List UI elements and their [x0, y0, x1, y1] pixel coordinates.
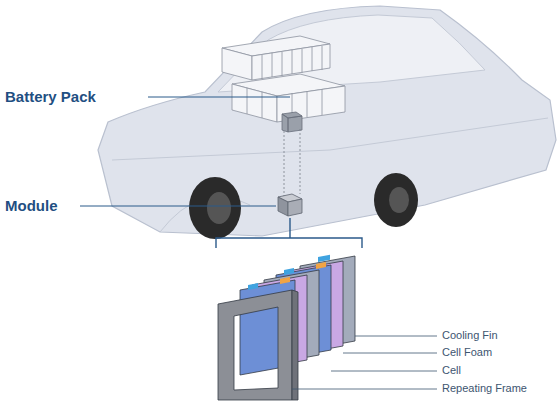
cube-front	[288, 199, 302, 216]
pack-box	[232, 84, 277, 122]
module-cube	[278, 194, 302, 216]
pack-highlight-module	[282, 112, 302, 132]
cube-side	[278, 197, 288, 216]
car-body	[98, 6, 556, 236]
leader-lines	[80, 97, 290, 206]
wheel	[374, 173, 418, 227]
bracket	[216, 218, 362, 248]
wheel	[189, 177, 241, 239]
wheel-hub	[389, 187, 409, 213]
battery-pack	[222, 36, 345, 132]
leader-line	[355, 336, 437, 337]
part-leaders	[292, 336, 437, 389]
pack-box	[222, 48, 252, 80]
pack-box	[252, 44, 330, 80]
cell-tab	[318, 255, 330, 262]
leader-line	[148, 97, 290, 98]
pack-grid	[247, 46, 322, 119]
part-label: Cell Foam	[442, 347, 492, 358]
part-label: Repeating Frame	[442, 383, 527, 394]
car-illustration	[98, 6, 556, 239]
car-line	[112, 118, 548, 160]
part-label: Battery Pack	[5, 89, 96, 104]
part-label: Module	[5, 198, 58, 213]
frame-edge	[292, 290, 298, 400]
cell-tab	[284, 268, 294, 275]
repeating-frame	[218, 290, 292, 400]
part-label: Cooling Fin	[442, 330, 498, 341]
cell-tab	[248, 283, 258, 290]
part-label: Cell	[442, 365, 461, 376]
dashed-guide	[284, 129, 300, 196]
leader-line	[292, 389, 437, 390]
exploded-layers	[218, 255, 355, 400]
wheel-hub	[207, 192, 231, 224]
leader-line	[343, 353, 437, 354]
cell-tab	[280, 277, 290, 284]
leader-line	[80, 206, 276, 207]
cell-tab	[316, 262, 326, 269]
leader-line	[331, 371, 437, 372]
